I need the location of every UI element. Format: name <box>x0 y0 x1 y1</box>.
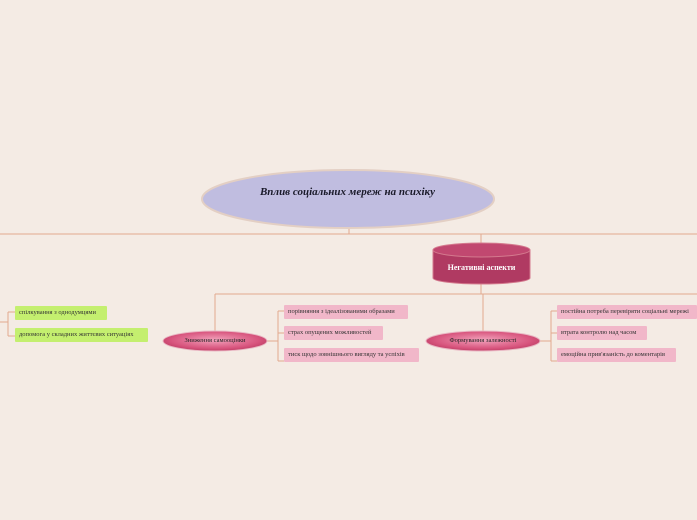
central-topic-label: Вплив соціальних мереж на психіку <box>259 186 436 198</box>
main-branch-label: Негативні аспекти <box>447 263 516 272</box>
item-comment-attachment[interactable]: емоційна прив'язаність до коментарів <box>557 348 676 362</box>
item-like-minded-communication[interactable]: спілкування з однодумцями <box>15 306 107 320</box>
item-idealized-comparison[interactable]: порівняння з ідеалізованими образами <box>284 305 408 319</box>
subtopic-addiction-shape[interactable] <box>425 330 541 352</box>
connector-lines <box>0 228 697 362</box>
subtopic-self-esteem-label: Зниження самооцінки <box>184 337 246 344</box>
item-life-situations-help[interactable]: допомога у складних життєвих ситуаціях <box>15 328 148 342</box>
subtopic-addiction-label: Формування залежності <box>449 337 517 344</box>
item-fomo[interactable]: страх опущених можливостей <box>284 326 383 340</box>
item-constant-checking[interactable]: постійна потреба перевіряти соціальні ме… <box>557 305 697 319</box>
item-time-control-loss[interactable]: втрата контролю над часом <box>557 326 647 340</box>
main-branch-cylinder[interactable] <box>432 242 531 285</box>
item-appearance-pressure[interactable]: тиск щодо зовнішнього вигляду та успіхів <box>284 348 419 362</box>
subtopic-self-esteem-shape[interactable] <box>162 330 268 352</box>
central-topic-shape[interactable] <box>201 169 495 229</box>
